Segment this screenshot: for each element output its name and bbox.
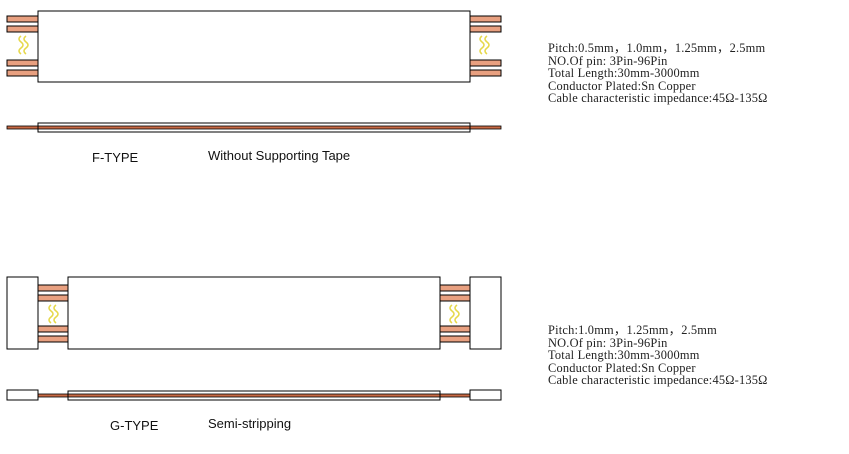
- g-side-insulation: [67, 390, 441, 401]
- spec-line-impedance: Cable characteristic impedance:45Ω-135Ω: [548, 91, 768, 106]
- g-right-end-cap: [469, 276, 502, 350]
- g-insulation-body: [67, 276, 441, 350]
- f-left-break-wave: [18, 35, 24, 55]
- g-right-conductor: [439, 294, 471, 302]
- g-left-end-cap: [6, 276, 39, 350]
- spec-line-pitch: Pitch:0.5mm，1.0mm，1.25mm，2.5mm: [548, 41, 766, 55]
- f-right-conductor: [469, 59, 502, 67]
- f-right-conductor: [469, 15, 502, 23]
- g-right-conductor: [439, 284, 471, 292]
- f-type-description: Without Supporting Tape: [208, 148, 351, 163]
- spec-line-plating: Conductor Plated:Sn Copper: [548, 78, 696, 93]
- f-right-break-wave: [479, 35, 485, 55]
- spec-line-pitch: Pitch:1.0mm，1.25mm，2.5mm: [548, 323, 717, 337]
- f-type-specs: Pitch:0.5mm，1.0mm，1.25mm，2.5mm NO.Of pin…: [548, 42, 768, 105]
- f-right-conductor: [469, 69, 502, 77]
- f-right-break-wave: [484, 35, 490, 55]
- f-left-conductor: [6, 15, 39, 23]
- g-left-conductor: [37, 325, 69, 333]
- spec-line-plating: Conductor Plated:Sn Copper: [548, 360, 696, 375]
- spec-line-impedance: Cable characteristic impedance:45Ω-135Ω: [548, 373, 768, 388]
- g-left-conductor: [37, 284, 69, 292]
- f-left-conductor: [6, 69, 39, 77]
- g-left-conductor: [37, 335, 69, 343]
- g-type-side-view: [6, 389, 502, 401]
- g-right-break-wave: [449, 304, 455, 324]
- g-type-label: G-TYPE: [110, 418, 159, 433]
- f-insulation-body: [37, 10, 471, 83]
- f-right-conductor: [469, 25, 502, 33]
- g-right-break-wave: [454, 304, 460, 324]
- g-type-top-view: [6, 276, 502, 350]
- g-right-conductor: [439, 325, 471, 333]
- spec-line-pins: NO.Of pin: 3Pin-96Pin: [548, 335, 668, 350]
- g-type-specs: Pitch:1.0mm，1.25mm，2.5mm NO.Of pin: 3Pin…: [548, 324, 768, 387]
- g-side-left-cap: [6, 389, 39, 401]
- g-side-conductor: [37, 393, 471, 398]
- g-type-description: Semi-stripping: [208, 416, 292, 431]
- g-left-break-wave: [48, 304, 54, 324]
- g-side-right-cap: [469, 389, 502, 401]
- g-right-conductor: [439, 335, 471, 343]
- spec-line-pins: NO.Of pin: 3Pin-96Pin: [548, 53, 668, 68]
- f-type-label: F-TYPE: [92, 150, 139, 165]
- f-type-top-view: [6, 10, 502, 83]
- f-side-insulation: [37, 122, 471, 133]
- f-type-side-view: [6, 122, 502, 133]
- spec-line-length: Total Length:30mm-3000mm: [548, 66, 700, 81]
- f-left-conductor: [6, 25, 39, 33]
- f-side-conductor: [6, 125, 502, 130]
- g-left-break-wave: [53, 304, 59, 324]
- spec-line-length: Total Length:30mm-3000mm: [548, 348, 700, 363]
- f-left-conductor: [6, 59, 39, 67]
- g-left-conductor: [37, 294, 69, 302]
- f-left-break-wave: [23, 35, 29, 55]
